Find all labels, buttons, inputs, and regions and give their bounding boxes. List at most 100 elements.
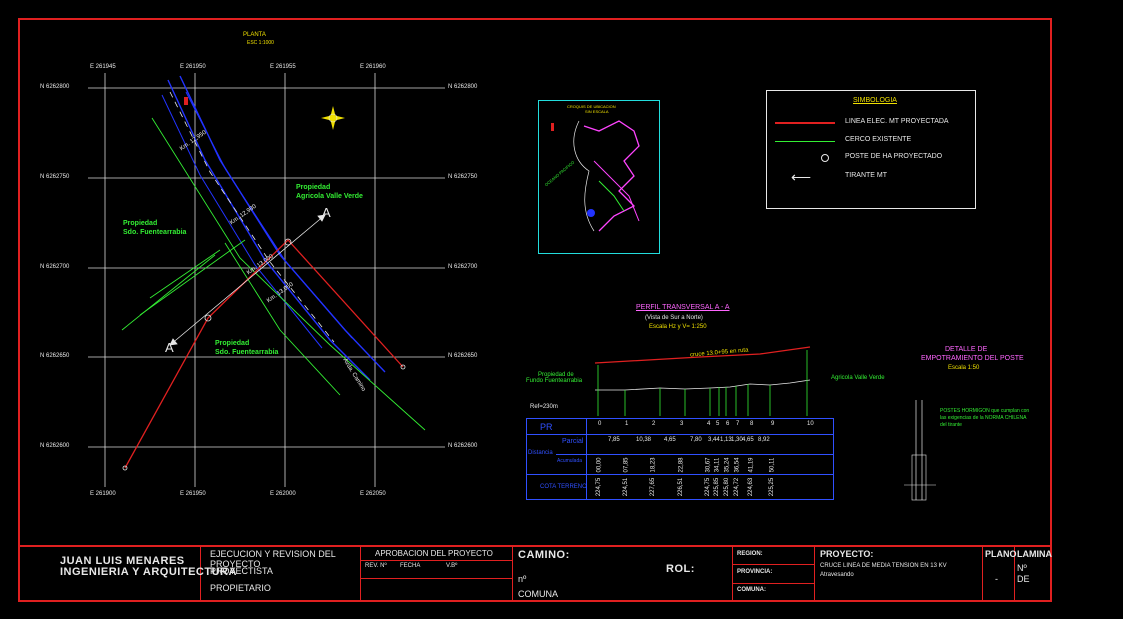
arrow-left-icon: ⟵: [791, 169, 812, 185]
north-label: N 6262750: [40, 174, 70, 180]
rol-label: ROL:: [666, 563, 695, 575]
road-lines: [161, 75, 386, 381]
north-label-right: N 6262800: [448, 84, 478, 90]
legend-item: POSTE DE HA PROYECTADO: [845, 153, 943, 160]
east-label: E 261955: [270, 64, 296, 70]
proyecto-desc: CRUCE LINEA DE MEDIA TENSION EN 13 KV: [820, 563, 947, 569]
cota-value: 224,63: [748, 477, 755, 497]
property-label: Propiedad: [215, 340, 250, 347]
acumulada-value: 35,24: [724, 457, 731, 473]
acumulada-value: 07,85: [623, 457, 630, 473]
proyecto-desc: Atravesando: [820, 572, 854, 578]
cota-value: 225,80: [724, 477, 731, 497]
region-label: REGION:: [737, 551, 763, 557]
acumulada-value: 50,11: [769, 457, 776, 473]
east-label: E 261960: [360, 64, 386, 70]
pr-value: 4: [707, 421, 711, 427]
profile-ref: Ref=230m: [530, 404, 558, 410]
plan-subtitle: ESC 1:1000: [247, 40, 274, 46]
provincia-label: PROVINCIA:: [737, 569, 773, 575]
parcial-value: 7,85: [608, 437, 620, 443]
table-header: Acumulada: [557, 458, 583, 464]
north-label: N 6262600: [40, 443, 70, 449]
approval-col: V.Bº: [446, 563, 458, 569]
profile-prop-left: Fundo Fuentearrabia: [526, 378, 583, 384]
pr-value: 2: [652, 421, 656, 427]
legend-red-line: [775, 122, 835, 124]
north-label: N 6262650: [40, 353, 70, 359]
cota-value: 224,75: [705, 477, 712, 497]
section-mark: A: [322, 205, 331, 220]
profile-prop-left: Propiedad de: [538, 372, 574, 378]
pr-value: 7: [736, 421, 740, 427]
legend-box: SIMBOLOGIA LINEA ELEC. MT PROYECTADA CER…: [766, 90, 976, 209]
cota-value: 224,51: [623, 477, 630, 497]
north-label-right: N 6262650: [448, 353, 478, 359]
acumulada-value: 30,67: [705, 457, 712, 473]
profile-table: [526, 418, 834, 500]
cota-value: 225,85: [714, 477, 721, 497]
n-label: nº: [518, 574, 527, 584]
table-header: COTA TERRENO: [540, 484, 587, 490]
author-name: JUAN LUIS MENARES: [60, 555, 185, 567]
acumulada-value: 36,54: [734, 457, 741, 473]
parcial-value: 7,80: [690, 437, 702, 443]
parcial-value: 10,38: [636, 437, 652, 443]
legend-item: TIRANTE MT: [845, 172, 887, 179]
legend-item: CERCO EXISTENTE: [845, 136, 912, 143]
parcial-value: 8,92: [758, 437, 770, 443]
property-label: Propiedad: [296, 184, 331, 191]
pr-value: 0: [598, 421, 602, 427]
pr-value: 8: [750, 421, 754, 427]
detail-note: POSTES HORMIGON que cumplan con las exig…: [940, 408, 1030, 428]
detail-scale: Escala 1:50: [948, 365, 980, 371]
east-label: E 261945: [90, 64, 116, 70]
pole-icon: [821, 154, 829, 162]
legend-title: SIMBOLOGIA: [853, 97, 897, 104]
parcial-value: 4,65: [664, 437, 676, 443]
property-label: Sdo. Fuentearrabia: [215, 349, 279, 356]
east-label-bottom: E 261950: [180, 491, 206, 497]
lamina-label: LAMINA: [1017, 549, 1052, 559]
cota-value: 227,65: [650, 477, 657, 497]
parcial-value: 3,44: [708, 437, 720, 443]
profile-graph: [594, 346, 811, 416]
legend-green-line: [775, 141, 835, 142]
property-label: Sdo. Fuentearrabia: [123, 229, 187, 236]
north-label: N 6262700: [40, 264, 70, 270]
comuna-label: COMUNA: [518, 589, 558, 599]
legend-item: LINEA ELEC. MT PROYECTADA: [845, 118, 949, 125]
cota-value: 224,75: [596, 477, 603, 497]
location-map: CROQUIS DE UBICACION SIN ESCALA OCEANO P…: [538, 100, 660, 254]
parcial-value: 1,30: [731, 437, 743, 443]
mt-line: [124, 239, 404, 469]
acumulada-value: 18,23: [650, 457, 657, 473]
pr-value: 1: [625, 421, 629, 427]
profile-title: PERFIL TRANSVERSAL A - A: [636, 304, 730, 311]
projectista-label: PROYECTISTA: [210, 566, 273, 576]
detail-title: DETALLE DE: [945, 346, 988, 353]
detail-title: EMPOTRAMIENTO DEL POSTE: [921, 355, 1024, 362]
drawing-frame: [18, 18, 1052, 602]
pr-value: 6: [726, 421, 730, 427]
parcial-value: 4,65: [742, 437, 754, 443]
profile-subtitle: (Vista de Sur a Norte): [645, 315, 703, 321]
fence-lines: [121, 117, 426, 431]
profile-scale: Escala Hz y V= 1:250: [649, 324, 707, 330]
section-mark: A: [165, 340, 174, 355]
north-label: N 6262800: [40, 84, 70, 90]
comuna2-label: COMUNA:: [737, 587, 766, 593]
propietario-label: PROPIETARIO: [210, 583, 271, 593]
pr-value: 5: [716, 421, 720, 427]
parcial-value: 1,13: [720, 437, 732, 443]
section-line: [169, 214, 326, 346]
proyecto-label: PROYECTO:: [820, 549, 874, 559]
location-title: CROQUIS DE UBICACION: [567, 104, 616, 109]
title-block: [18, 545, 1052, 604]
north-label-right: N 6262600: [448, 443, 478, 449]
east-label-bottom: E 261900: [90, 491, 116, 497]
approval-col: REV. Nº: [365, 563, 387, 569]
lamina-de: DE: [1017, 574, 1030, 584]
acumulada-value: 41,19: [748, 457, 755, 473]
east-label-bottom: E 262000: [270, 491, 296, 497]
